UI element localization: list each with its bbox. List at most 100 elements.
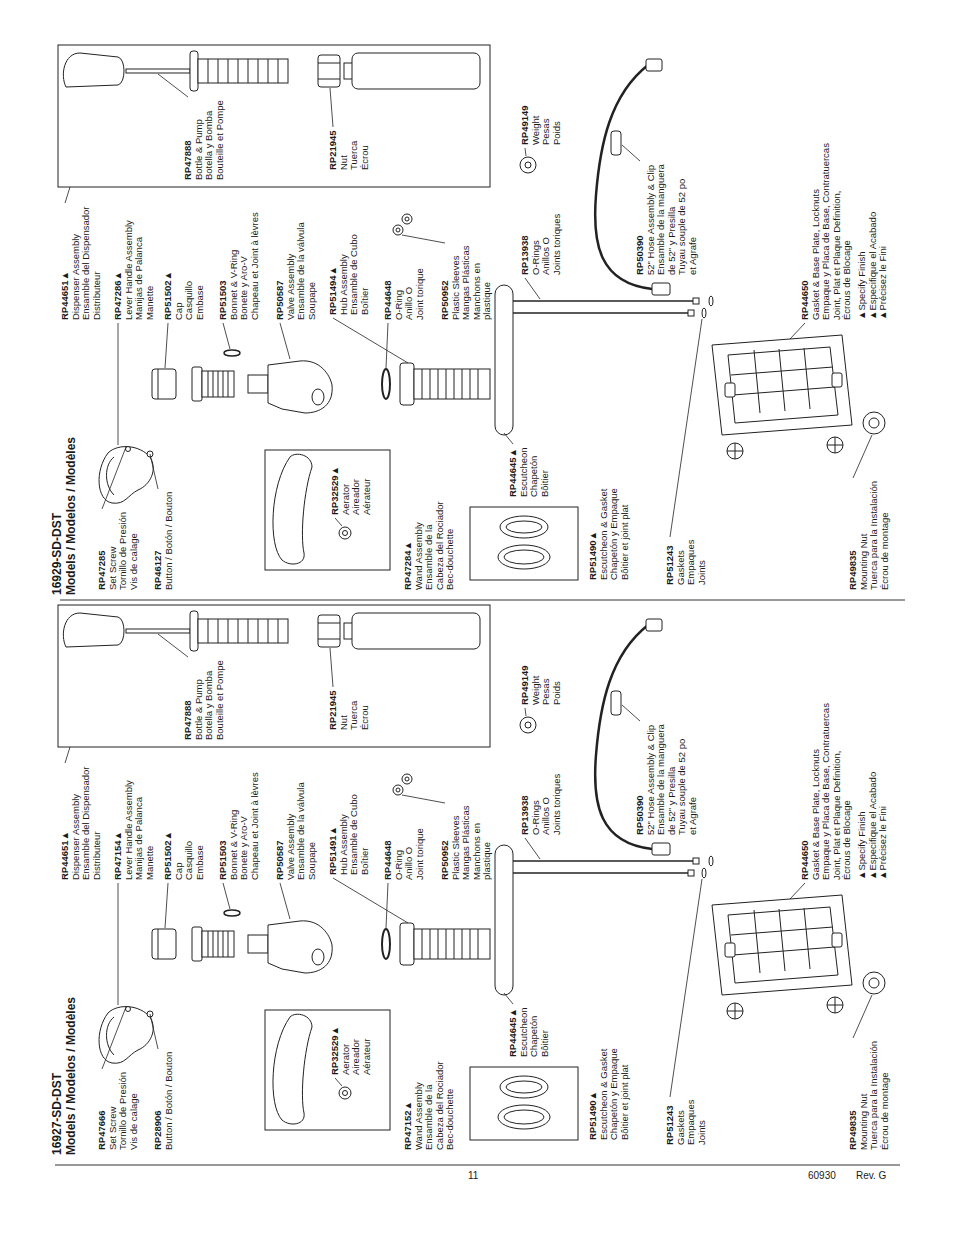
part-callout: RP44648O-RingAnillo OJoint torique xyxy=(383,828,425,880)
part-label: Manchons en xyxy=(472,806,483,880)
part-label: Ensamble de la manguera xyxy=(656,724,667,835)
part-callout: RP49835Mounting NutTuerca para la Instal… xyxy=(848,1041,890,1150)
part-label: Chapeau et Joint à lèvres xyxy=(250,772,261,880)
leader-line xyxy=(330,88,333,127)
part-label: 52" Hose Assembly & Clip xyxy=(646,724,657,835)
part-callout: RP50587Valve AssemblyEnsamble de la válv… xyxy=(275,782,317,880)
part-label: Joint torique xyxy=(415,828,426,880)
part-label: Tuerca xyxy=(349,690,360,730)
leader-line xyxy=(150,1014,158,1049)
part-label: et Agrafe xyxy=(688,164,699,275)
part-callout: RP32529▲AeratorAireadorAérateur xyxy=(330,466,372,515)
part-number: RP51503 xyxy=(218,772,229,880)
part-callout: RP51490▲Escutcheon & GasketChapetón y Em… xyxy=(588,1048,630,1140)
part-label: Ensamble de Cubo xyxy=(349,234,360,315)
part-callout: RP47888Bottle & PumpBotella y BombaBoute… xyxy=(183,660,225,740)
part-label: Bôitier xyxy=(540,1007,551,1057)
part-number: RP50587 xyxy=(275,222,286,320)
part-number: RP47285 xyxy=(97,512,108,590)
part-label: Cabeza del Rociador xyxy=(435,501,446,590)
part-label: Bonete y Aro-V xyxy=(239,212,250,320)
part-callout: RP51503Bonnet & V-RingBonete y Aro-VChap… xyxy=(218,212,260,320)
model-heading: 16927-SD-DSTModels / Modelos / Modèles xyxy=(50,997,78,1155)
leader-line xyxy=(165,323,168,368)
part-label: ▲Précisez le Fini xyxy=(878,772,889,880)
revision: Rev. G xyxy=(856,1170,886,1182)
leader-line xyxy=(853,435,872,478)
part-callout: RP47284▲Wand AssemblyEnsamble de laCabez… xyxy=(403,501,456,590)
part-callout: RP13938O-RingsAnillos OJoints toriques xyxy=(520,774,562,835)
part-number: RP51491▲ xyxy=(328,794,339,875)
part-label: Weight xyxy=(531,665,542,705)
part-callout: RP50952Plastic SleevesMangas PlásticasMa… xyxy=(440,246,493,320)
part-number: RP47666 xyxy=(97,1072,108,1150)
part-label: Manchons en xyxy=(472,246,483,320)
leader-line xyxy=(622,705,640,721)
part-number: RP44648 xyxy=(383,828,394,880)
part-label: Cap xyxy=(174,831,185,880)
part-label: O-Ring xyxy=(394,268,405,320)
part-label: O-Ring xyxy=(394,828,405,880)
part-label: Ensamble de Cubo xyxy=(349,794,360,875)
part-label: O-Rings xyxy=(531,774,542,835)
part-number: RP46127 xyxy=(153,492,164,590)
part-callout: RP44645▲EscutcheonChapetónBôitier xyxy=(508,447,550,497)
part-label: Manijas de Palanca xyxy=(134,220,145,320)
leader-line xyxy=(280,323,290,359)
part-label: Wand Assembly xyxy=(414,1061,425,1150)
part-callout: RP13938O-RingsAnillos OJoints toriques xyxy=(520,214,562,275)
part-label: plastique xyxy=(482,806,493,880)
part-number: RP51502▲ xyxy=(163,271,174,320)
part-label: Joint, Plat et Plaque Definition, xyxy=(832,143,843,320)
part-number: RP50390 xyxy=(635,164,646,275)
part-callout: RP51502▲CapCasquilloEmbase xyxy=(163,831,205,880)
part-label: Ensamble de la xyxy=(424,1061,435,1150)
part-label: Ensamble de la xyxy=(424,501,435,590)
part-label: Écrous de Blocage xyxy=(842,143,853,320)
part-number: RP47888 xyxy=(183,100,194,180)
part-label: Joints toriques xyxy=(552,214,563,275)
part-label: ▲Especifique el Acabado xyxy=(868,212,879,320)
part-label: Dispenser Assembly xyxy=(71,766,82,880)
part-callout: RP51243GasketsEmpaquesJoints xyxy=(665,1100,707,1145)
part-number: RP28906 xyxy=(153,1052,164,1150)
part-number: RP47888 xyxy=(183,660,194,740)
part-label: Ensamble del Dispensador xyxy=(81,206,92,320)
leader-line xyxy=(622,145,640,161)
part-label: Joints xyxy=(697,540,708,585)
part-label: O-Rings xyxy=(531,214,542,275)
part-callout: RP21945NutTuercaÉcrou xyxy=(328,690,370,730)
part-label: Joint torique xyxy=(415,268,426,320)
part-label: Tornillo de Presión xyxy=(118,512,129,590)
leader-line xyxy=(333,318,408,363)
part-number: RP49835 xyxy=(848,1041,859,1150)
part-number: RP51243 xyxy=(665,540,676,585)
part-callout: RP44651▲Dispenser AssemblyEnsamble del D… xyxy=(60,766,102,880)
model-heading: 16929-SD-DSTModels / Modelos / Modèles xyxy=(50,437,78,595)
part-label: Écrous de Blocage xyxy=(842,703,853,880)
leader-line xyxy=(504,993,513,1004)
part-callout: RP44650Gasket & Base Plate, LocknutsEmpa… xyxy=(800,703,853,880)
part-label: Casquillo xyxy=(184,271,195,320)
part-label: Bôitier et joint plat xyxy=(620,488,631,580)
part-label: Poids xyxy=(552,665,563,705)
part-label: Valve Assembly xyxy=(286,222,297,320)
leader-line xyxy=(330,648,333,687)
part-label: Dispenser Assembly xyxy=(71,206,82,320)
part-label: Bec-douchette xyxy=(445,501,456,590)
part-label: Button / Botón / Bouton xyxy=(164,1052,175,1150)
part-label: Pesas xyxy=(541,105,552,145)
part-number: RP51502▲ xyxy=(163,831,174,880)
part-label: Distributeur xyxy=(92,766,103,880)
part-callout: RP44651▲Dispenser AssemblyEnsamble del D… xyxy=(60,206,102,320)
part-label: Escutcheon xyxy=(519,447,530,497)
part-label: Tuerca para la Instalación xyxy=(869,1041,880,1150)
part-label: Aerator xyxy=(341,1026,352,1075)
part-label: Aireador xyxy=(351,466,362,515)
part-label: 52" Hose Assembly & Clip xyxy=(646,164,657,275)
part-label: Manijas de Palanca xyxy=(134,780,145,880)
part-label: Models / Modelos / Modèles xyxy=(64,437,78,595)
part-label: Anillo O xyxy=(404,268,415,320)
part-label: Aerator xyxy=(341,466,352,515)
part-label: Escutcheon & Gasket xyxy=(599,488,610,580)
